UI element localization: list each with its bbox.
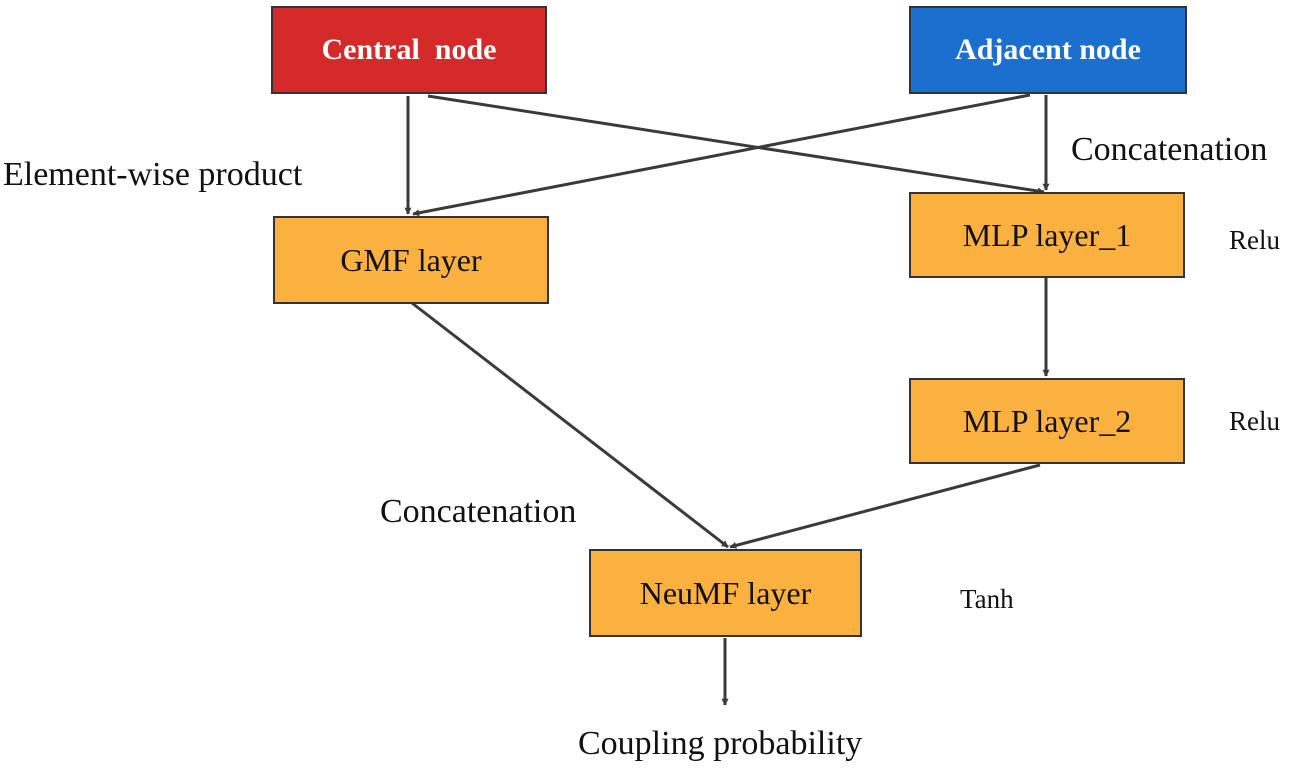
edge-adjacent-to-gmf [412,93,1031,217]
mlp-layer-2-label: MLP layer_2 [962,402,1132,439]
gmf-layer-node: GMF layer [273,216,549,304]
tanh-label: Tanh [960,584,1014,614]
central-node: Central node [271,6,547,94]
edge-gmf-to-neumf [411,301,729,549]
mlp-layer-1-node: MLP layer_1 [909,192,1185,278]
relu-1-label: Relu [1229,225,1280,255]
edge-central-to-mlp1 [427,94,1045,195]
central-node-label: Central node [321,33,497,66]
element-wise-product-label: Element-wise product [3,156,303,193]
adjacent-node: Adjacent node [909,6,1187,94]
neumf-layer-label: NeuMF layer [639,574,812,611]
concatenation-bottom-label: Concatenation [380,493,577,530]
mlp-layer-2-node: MLP layer_2 [909,378,1185,464]
relu-2-label: Relu [1229,406,1280,436]
mlp-layer-1-label: MLP layer_1 [962,216,1132,253]
adjacent-node-label: Adjacent node [955,33,1141,66]
neumf-layer-node: NeuMF layer [589,549,862,637]
gmf-layer-label: GMF layer [340,241,482,278]
concatenation-top-label: Concatenation [1071,131,1268,168]
edge-mlp2-to-neumf [729,463,1041,549]
output-label: Coupling probability [578,725,863,762]
